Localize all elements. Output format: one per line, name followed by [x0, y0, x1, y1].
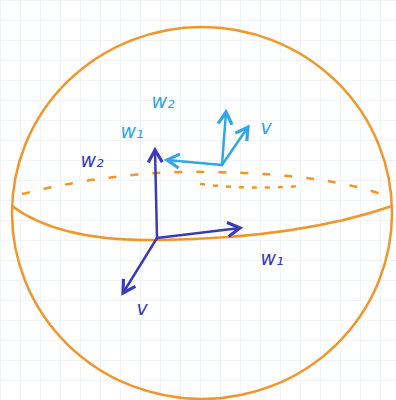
vector-label: w₂	[151, 92, 174, 111]
equator-front	[12, 206, 392, 240]
vector-arrow	[222, 127, 248, 165]
vector-arrow	[123, 238, 157, 293]
vector-label: w₁	[260, 249, 283, 268]
vector-label: v	[136, 299, 147, 318]
vectors-equator	[123, 150, 240, 293]
vector-arrow	[157, 228, 240, 238]
latitude-dashed	[200, 184, 300, 188]
vector-arrow	[167, 160, 222, 165]
vectors-top	[167, 112, 248, 165]
vector-label: w₂	[80, 151, 103, 170]
sphere-outline	[12, 27, 392, 399]
vector-arrow	[222, 112, 226, 165]
vector-label: v	[260, 118, 271, 137]
vector-arrow	[155, 150, 157, 238]
vector-label: w₁	[120, 122, 143, 141]
equator-back	[22, 172, 386, 196]
